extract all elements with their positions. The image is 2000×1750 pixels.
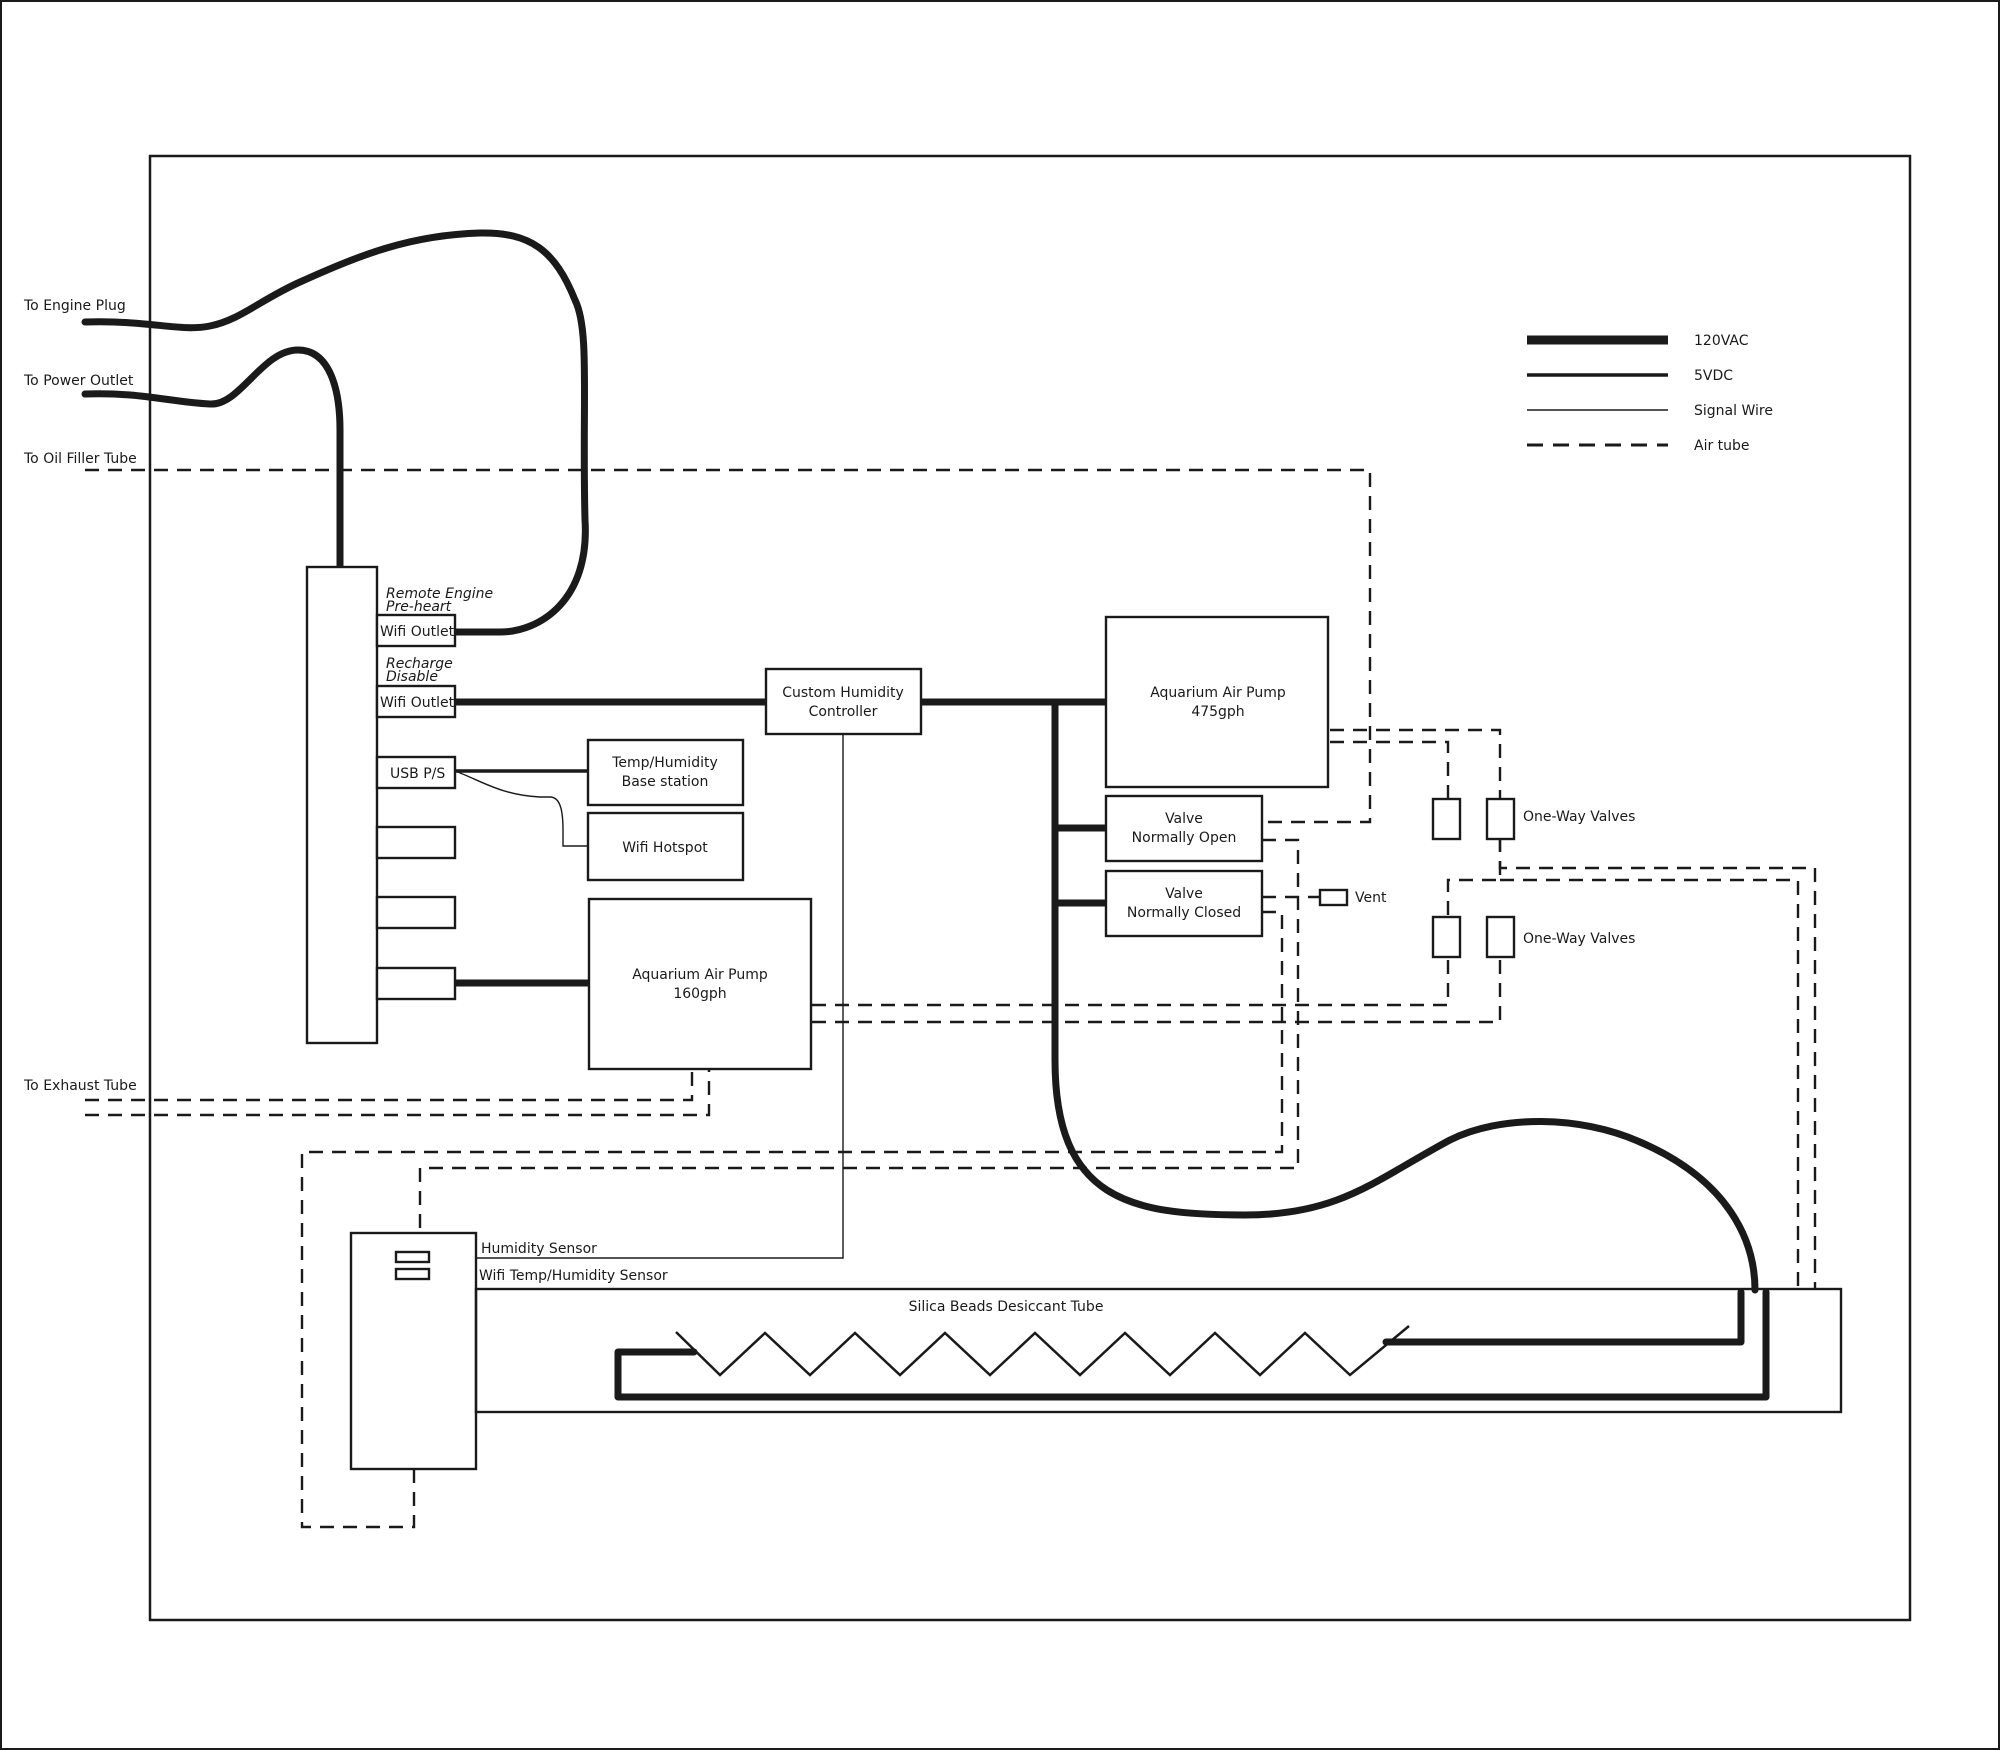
usb-ps-label: USB P/S — [390, 766, 445, 782]
legend-label-5vdc: 5VDC — [1694, 368, 1733, 384]
humidity-controller-box — [764, 667, 923, 736]
base-station-label-2: Base station — [622, 774, 709, 790]
air-tube-pump-small-b — [812, 956, 1502, 1024]
air-tube-pump-large-a — [1330, 728, 1502, 800]
ac-to-desiccant-heater — [1051, 698, 1759, 1294]
pre-heart-label: Pre-heart — [386, 599, 452, 615]
wifi-outlet-1 — [375, 613, 457, 648]
one-way-valve-1a — [1431, 797, 1462, 841]
wifi-outlet-2 — [375, 684, 457, 719]
outlet-4 — [375, 895, 457, 930]
wifi-hotspot-label: Wifi Hotspot — [622, 840, 708, 856]
legend: 120VAC 5VDC Signal Wire Air tube — [1527, 333, 1773, 454]
outlet-5 — [375, 966, 457, 1001]
air-tube-pump-large-b — [1330, 740, 1450, 800]
ac-heater-return — [614, 1288, 1770, 1401]
desiccant-tube — [474, 1287, 1843, 1414]
wifi-hotspot-box — [586, 811, 745, 882]
air-tube-valve-nc-loop — [300, 910, 1284, 1529]
valve-nc-label-1: Valve — [1165, 886, 1203, 902]
vent-label: Vent — [1355, 890, 1387, 906]
large-air-pump-box — [1104, 615, 1330, 789]
one-way-valves-label-2: One-Way Valves — [1523, 931, 1635, 947]
legend-label-120vac: 120VAC — [1694, 333, 1749, 349]
enclosure-outline — [148, 154, 1912, 1622]
outlet-3 — [375, 825, 457, 860]
ac-engine-plug-line — [81, 229, 589, 636]
ac-power-outlet-line — [81, 346, 344, 572]
desiccant-tube-label: Silica Beads Desiccant Tube — [909, 1299, 1104, 1315]
air-tubes — [85, 468, 1817, 1529]
valve-normally-open-box — [1104, 794, 1264, 863]
humidity-sensor-label: Humidity Sensor — [481, 1241, 597, 1257]
oil-filler-label: To Oil Filler Tube — [23, 451, 137, 467]
base-station-label-1: Temp/Humidity — [611, 755, 718, 771]
air-tube-to-desiccant-b — [1500, 878, 1800, 1290]
small-air-pump-label-1: Aquarium Air Pump — [632, 967, 768, 983]
disable-label: Disable — [386, 669, 438, 685]
air-tube-valve-no-return — [418, 838, 1300, 1232]
wifi-outlet-1-label: Wifi Outlet — [380, 624, 455, 640]
remote-engine-label: Remote Engine — [386, 586, 493, 602]
wifi-sensor-label: Wifi Temp/Humidity Sensor — [479, 1268, 668, 1284]
power-strip — [305, 565, 457, 1045]
ac-power-lines — [81, 229, 1770, 1401]
power-outlet-label: To Power Outlet — [23, 373, 134, 389]
vent-box — [1318, 888, 1349, 907]
large-air-pump-label-2: 475gph — [1191, 704, 1244, 720]
wifi-sensor-element — [394, 1267, 431, 1281]
one-way-valve-2b — [1485, 915, 1516, 959]
exhaust-label: To Exhaust Tube — [23, 1078, 137, 1094]
valve-nc-label-2: Normally Closed — [1127, 905, 1241, 921]
small-air-pump-box — [587, 897, 813, 1071]
one-way-valve-1b — [1485, 797, 1516, 841]
valve-no-label-1: Valve — [1165, 811, 1203, 827]
ac-heater-feed — [1382, 1288, 1745, 1346]
air-tube-exhaust-a — [85, 1070, 694, 1102]
air-tube-valve-crossover — [1446, 838, 1502, 917]
small-air-pump-label-2: 160gph — [673, 986, 726, 1002]
base-station-box — [586, 738, 745, 807]
signal-usb-to-hotspot — [454, 770, 588, 847]
signal-controller-to-sensor — [430, 735, 844, 1259]
air-tube-exhaust-b — [85, 1070, 711, 1117]
air-tube-oil-filler — [85, 468, 1372, 824]
legend-label-air: Air tube — [1694, 438, 1750, 454]
humidity-controller-label-1: Custom Humidity — [782, 685, 904, 701]
usb-ps-port — [375, 755, 457, 790]
wifi-outlet-2-label: Wifi Outlet — [380, 695, 455, 711]
valve-no-label-2: Normally Open — [1132, 830, 1237, 846]
recharge-label: Recharge — [386, 656, 453, 672]
air-tube-pump-small-a — [812, 956, 1450, 1007]
air-tube-to-desiccant-a — [1498, 838, 1817, 1290]
power-strip-body — [305, 565, 379, 1045]
humidity-sensor-element — [394, 1250, 431, 1264]
one-way-valve-2a — [1431, 915, 1462, 959]
valve-normally-closed-box — [1104, 869, 1264, 938]
legend-label-signal: Signal Wire — [1694, 403, 1773, 419]
humidity-controller-label-2: Controller — [809, 704, 878, 720]
one-way-valves-label-1: One-Way Valves — [1523, 809, 1635, 825]
large-air-pump-label-1: Aquarium Air Pump — [1150, 685, 1286, 701]
heating-coil — [675, 1325, 1410, 1377]
engine-plug-label: To Engine Plug — [23, 298, 126, 314]
